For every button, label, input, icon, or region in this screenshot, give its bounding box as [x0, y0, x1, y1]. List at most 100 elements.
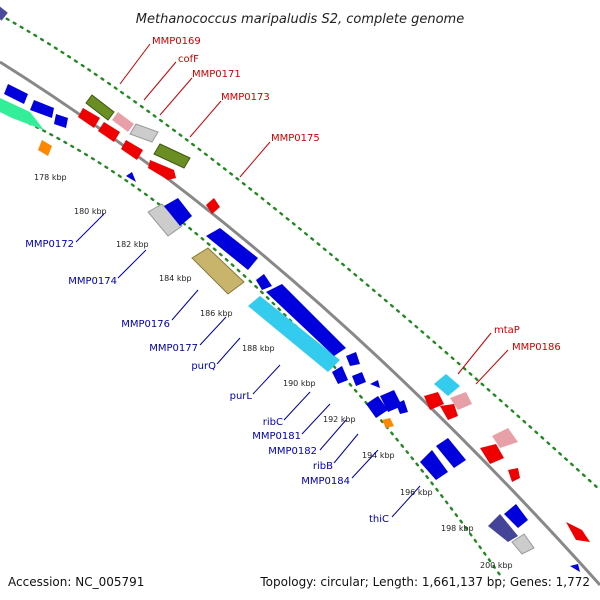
- leader-line: [159, 77, 193, 116]
- gene-red-3: [121, 140, 143, 160]
- gene-label: MMP0173: [221, 92, 270, 103]
- gene-pink-1: [492, 428, 518, 448]
- leader-line: [252, 364, 281, 395]
- tick-label: 186 kbp: [200, 309, 233, 318]
- gene-label: mtaP: [494, 325, 520, 336]
- gene-label: ribB: [313, 461, 333, 472]
- gene-gray-1: [511, 533, 535, 555]
- gene-mmp0177: [206, 228, 258, 270]
- gene-labels-bottom: MMP0172 MMP0174 MMP0176 MMP0177 purQ pur…: [25, 239, 389, 525]
- gene-ribb: [420, 450, 448, 480]
- map-title: Methanococcus maripaludis S2, complete g…: [136, 12, 464, 27]
- gene-blue-c: [346, 352, 360, 366]
- gene-blue-b: [332, 366, 348, 384]
- gene-red-2: [98, 122, 120, 142]
- edge-feature: [0, 5, 8, 21]
- leader-line: [475, 349, 509, 385]
- gene-red-10: [566, 522, 590, 542]
- gene-blue-top-1: [30, 100, 54, 118]
- gene-mmp0173: [153, 143, 191, 169]
- gene-blue-a: [256, 274, 272, 290]
- forward-features: [4, 84, 590, 542]
- gene-purl: [266, 284, 346, 356]
- gene-coff: [112, 112, 134, 132]
- tick-label: 190 kbp: [283, 379, 316, 388]
- gene-blue-e: [396, 400, 408, 414]
- slot-guides: [0, 13, 600, 577]
- gene-red-1: [78, 108, 100, 128]
- leader-line: [189, 100, 222, 138]
- gene-labels-top: MMP0169 cofF MMP0171 MMP0173 MMP0175 mta…: [152, 36, 561, 353]
- gene-label: MMP0169: [152, 36, 201, 47]
- leader-line: [283, 391, 311, 421]
- leader-lines-top: [119, 43, 509, 385]
- gene-red-8: [480, 444, 504, 464]
- tick-label: 188 kbp: [242, 344, 275, 353]
- gene-label: MMP0172: [25, 239, 74, 250]
- gene-red-6: [424, 392, 444, 410]
- gene-mmp0172: [147, 203, 183, 237]
- gene-mmp0184: [436, 438, 466, 468]
- gene-label: MMP0177: [149, 343, 198, 354]
- gene-orange-2: [382, 418, 394, 428]
- leader-line: [333, 433, 359, 464]
- gene-mtap: [434, 374, 460, 396]
- leader-line: [319, 419, 347, 451]
- gene-red-5: [206, 198, 220, 214]
- gene-label: thiC: [369, 514, 389, 525]
- leader-line: [239, 141, 271, 178]
- gene-mmp0171: [129, 123, 159, 143]
- gene-label: MMP0171: [192, 69, 241, 80]
- gene-blue-h: [570, 564, 580, 572]
- gene-mmp0169: [85, 94, 115, 121]
- leader-line: [143, 61, 177, 101]
- gene-mmp0174: [164, 198, 192, 226]
- leader-line: [75, 213, 105, 243]
- gene-blue-g: [126, 172, 136, 182]
- tick-label: 178 kbp: [34, 173, 67, 182]
- inner-slot-guide: [0, 108, 502, 577]
- gene-red-4: [148, 160, 176, 180]
- tick-label: 180 kbp: [74, 207, 107, 216]
- genome-summary-text: Topology: circular; Length: 1,661,137 bp…: [259, 575, 590, 589]
- gene-cyan-left: [0, 98, 44, 130]
- leader-line: [216, 337, 241, 365]
- tick-label: 182 kbp: [116, 240, 149, 249]
- gene-mmp0182: [380, 390, 402, 412]
- leader-line: [457, 332, 492, 375]
- gene-ribc: [352, 372, 366, 386]
- gene-label: MMP0186: [512, 342, 561, 353]
- gene-label: MMP0184: [301, 476, 350, 487]
- tick-label: 200 kbp: [480, 561, 513, 570]
- tick-label: 184 kbp: [159, 274, 192, 283]
- gene-label: purL: [230, 391, 253, 402]
- gene-label: cofF: [178, 54, 199, 65]
- tick-label: 198 kbp: [441, 524, 474, 533]
- gene-label: MMP0174: [68, 276, 117, 287]
- gene-blue-d: [370, 380, 380, 388]
- gene-mmp0186: [450, 392, 472, 410]
- outer-slot-guide: [0, 13, 600, 492]
- gene-blue-top-2: [54, 114, 68, 128]
- leader-line: [301, 403, 331, 435]
- gene-label: purQ: [191, 361, 216, 372]
- leader-line: [351, 449, 379, 479]
- tick-label: 192 kbp: [323, 415, 356, 424]
- gene-label: ribC: [263, 417, 283, 428]
- tick-label: 196 kbp: [400, 488, 433, 497]
- accession-text: Accession: NC_005791: [8, 575, 144, 589]
- leader-lines-bottom: [75, 213, 421, 518]
- leader-line: [391, 485, 421, 518]
- gene-blue-f: [504, 504, 528, 528]
- gene-orange-left: [38, 140, 52, 156]
- gene-mmp0176: [191, 247, 245, 295]
- leader-line: [199, 316, 227, 346]
- gene-purq: [248, 296, 340, 372]
- tick-label: 194 kbp: [362, 451, 395, 460]
- gene-label: MMP0181: [252, 431, 301, 442]
- leader-line: [117, 249, 147, 279]
- leader-line: [171, 289, 199, 321]
- tick-labels: 178 kbp 180 kbp 182 kbp 184 kbp 186 kbp …: [34, 173, 513, 570]
- gene-label: MMP0175: [271, 133, 320, 144]
